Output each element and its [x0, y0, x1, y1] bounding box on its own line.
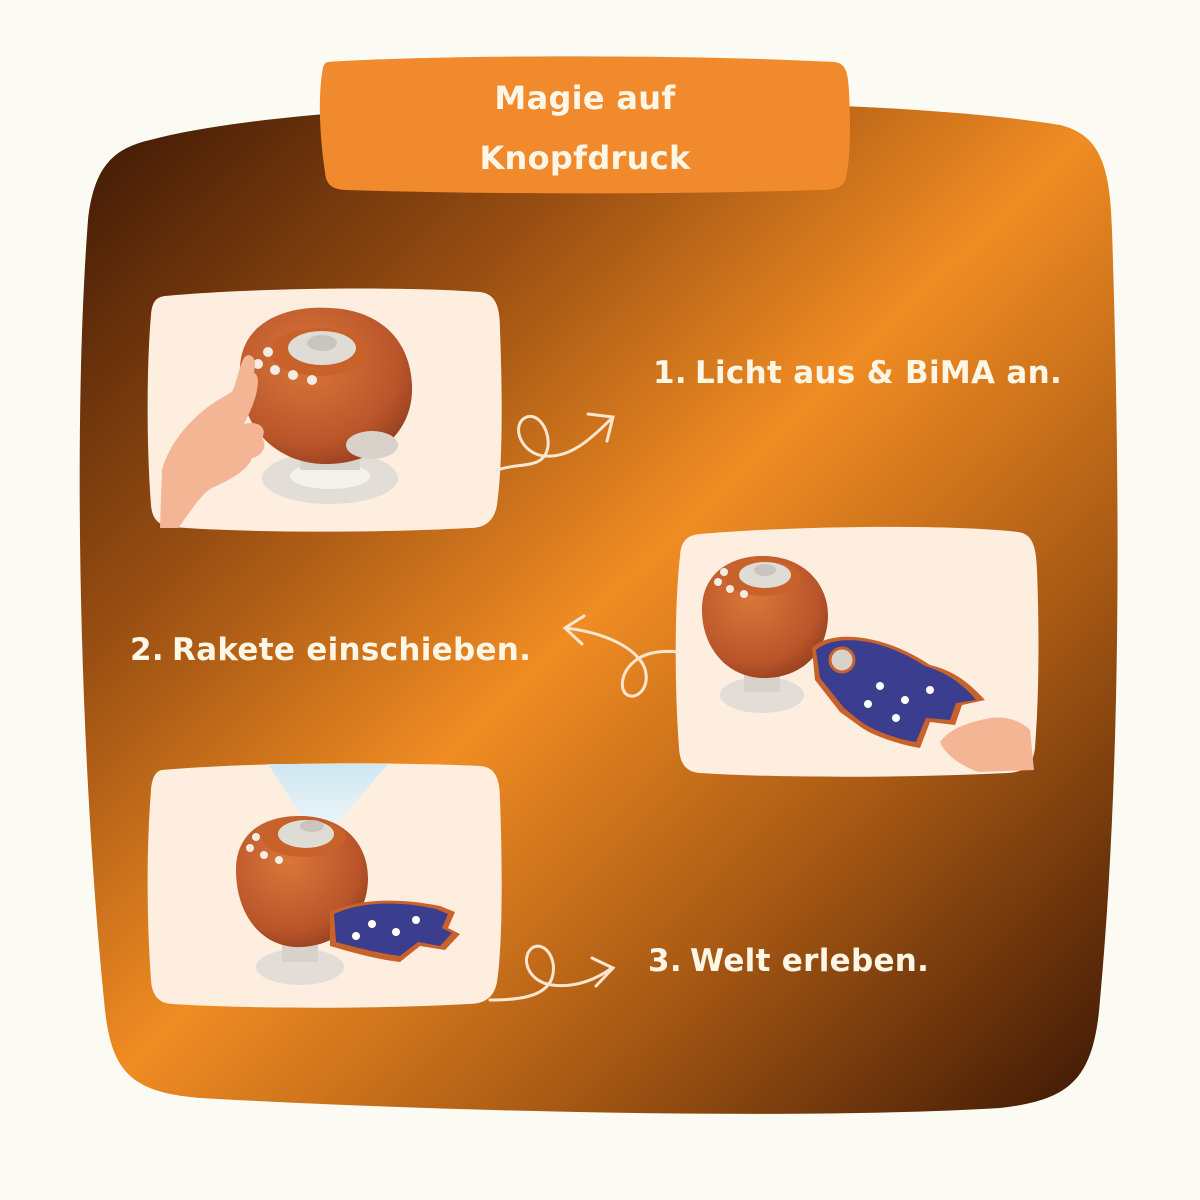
arrow-icon — [488, 944, 616, 1002]
title-line-2: Knopfdruck — [479, 139, 691, 177]
step1-label: 1.Licht aus & BiMA an. — [653, 355, 1062, 391]
hand-icon — [160, 355, 265, 528]
projector-icon — [239, 307, 413, 504]
step1-card — [147, 288, 502, 532]
step2-label: 2.Rakete einschieben. — [130, 632, 531, 668]
rocket-card-icon — [812, 636, 985, 748]
arrow-icon — [495, 412, 615, 472]
hand-icon — [940, 717, 1034, 772]
projector-icon — [702, 555, 828, 713]
step1-text: Licht aus & BiMA an. — [694, 355, 1063, 391]
light-beam — [268, 764, 388, 832]
step1-number: 1. — [653, 355, 687, 391]
step2-text: Rakete einschieben. — [171, 632, 532, 668]
step3-card — [147, 763, 502, 1008]
step3-label: 3.Welt erleben. — [648, 943, 929, 979]
step3-text: Welt erleben. — [689, 943, 930, 979]
arrow-icon — [562, 614, 682, 698]
page-title: Magie auf Knopfdruck — [320, 68, 850, 188]
step2-card — [675, 526, 1039, 777]
title-badge — [319, 56, 851, 194]
rocket-card-icon — [330, 900, 460, 962]
title-line-1: Magie auf — [494, 79, 676, 117]
step3-number: 3. — [648, 943, 682, 979]
step2-number: 2. — [130, 632, 164, 668]
